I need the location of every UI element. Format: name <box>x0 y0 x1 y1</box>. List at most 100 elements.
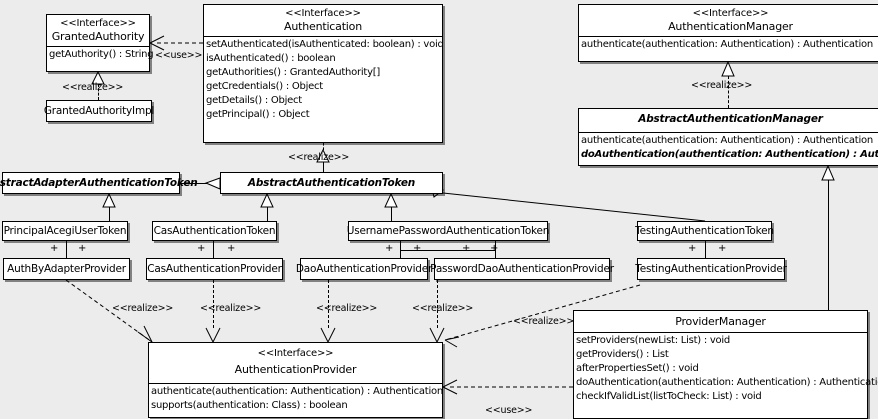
connector-abstractauthmanager-realize <box>728 76 729 108</box>
operation: getProviders() : List <box>576 349 669 360</box>
operation: isAuthenticated() : boolean <box>206 53 336 64</box>
class-principal-acegi-user-token[interactable]: PrincipalAcegiUserToken <box>2 221 128 241</box>
label-realize-authbyadapter: <<realize>> <box>112 303 174 314</box>
class-name: GrantedAuthorityImpl <box>43 105 155 117</box>
class-header: PrincipalAcegiUserToken <box>3 222 127 240</box>
class-header: <<Interface>> AuthenticationProvider <box>149 343 442 379</box>
operations-compartment: setProviders(newList: List) : void getPr… <box>574 332 878 405</box>
label-realize-grantedauthorityimpl: <<realize>> <box>62 82 124 93</box>
assoc-principal-authbyadapter <box>66 241 67 258</box>
operation: authenticate(authentication: Authenticat… <box>581 135 873 146</box>
connector-daoprovider-realize <box>328 280 329 328</box>
label-realize-abstractauthmanager: <<realize>> <box>691 80 753 91</box>
class-header: AbstractAuthenticationToken <box>221 173 442 193</box>
class-header: AbstractAuthenticationManager <box>579 109 878 129</box>
class-username-password-authentication-token[interactable]: UsernamePasswordAuthenticationToken <box>347 221 550 241</box>
operation: supports(authentication: Class) : boolea… <box>151 400 348 411</box>
connector-passworddaoprovider-realize <box>437 280 438 328</box>
class-header: GrantedAuthorityImpl <box>43 101 155 121</box>
class-password-dao-authentication-provider[interactable]: PasswordDaoAuthenticationProvider <box>430 258 614 280</box>
class-name: Authentication <box>284 20 362 33</box>
connector-abstractauthtoken-realize <box>323 143 324 150</box>
operation: getCredentials() : Object <box>206 81 323 92</box>
operations-compartment: getAuthority() : String <box>47 46 154 63</box>
operation: getAuthority() : String <box>49 49 154 60</box>
class-testing-authentication-provider[interactable]: TestingAuthenticationProvider <box>635 258 787 280</box>
class-header: PasswordDaoAuthenticationProvider <box>430 259 614 279</box>
connector-grantedauthorityimpl-realize <box>98 84 99 100</box>
class-abstract-authentication-token[interactable]: AbstractAuthenticationToken <box>220 172 443 194</box>
assoc-plus: + <box>385 243 394 254</box>
class-header: UsernamePasswordAuthenticationToken <box>347 222 550 240</box>
class-testing-authentication-token[interactable]: TestingAuthenticationToken <box>635 221 774 241</box>
class-name: PrincipalAcegiUserToken <box>3 225 127 237</box>
label-use-authentication-grantedauthority: <<use>> <box>155 50 203 61</box>
class-dao-authentication-provider[interactable]: DaoAuthenticationProvider <box>296 258 432 280</box>
class-name: CasAuthenticationProvider <box>147 263 282 275</box>
operation: afterPropertiesSet() : void <box>576 363 699 374</box>
assoc-plus: + <box>78 243 87 254</box>
class-name: AuthenticationProvider <box>234 363 357 376</box>
connector-casprovider-realize <box>213 280 214 328</box>
class-header: <<Interface>> GrantedAuthority <box>47 15 149 46</box>
class-auth-by-adapter-provider[interactable]: AuthByAdapterProvider <box>3 258 130 280</box>
class-name: GrantedAuthority <box>51 30 145 43</box>
class-name: AbstractAdapterAuthenticationToken <box>0 177 198 189</box>
class-name: ProviderManager <box>675 315 766 328</box>
class-granted-authority[interactable]: <<Interface>> GrantedAuthority getAuthor… <box>46 14 154 72</box>
assoc-testing-testingprovider <box>705 241 706 258</box>
stereotype-label: <<Interface>> <box>692 8 769 19</box>
assoc-userpwd-passworddaoprovider <box>495 241 496 258</box>
class-header: AuthByAdapterProvider <box>4 259 129 279</box>
assoc-plus: + <box>718 243 727 254</box>
assoc-plus: + <box>50 243 59 254</box>
label-realize-passworddaoprovider: <<realize>> <box>412 303 474 314</box>
class-header: DaoAuthenticationProvider <box>296 259 432 279</box>
class-header: AbstractAdapterAuthenticationToken <box>0 173 198 193</box>
class-cas-authentication-token[interactable]: CasAuthenticationToken <box>152 221 277 241</box>
assoc-userpwd-daoprovider <box>400 241 401 258</box>
label-realize-abstractauthtoken: <<realize>> <box>288 152 350 163</box>
label-realize-casprovider: <<realize>> <box>200 303 262 314</box>
class-provider-manager[interactable]: ProviderManager setProviders(newList: Li… <box>573 310 878 419</box>
class-authentication-provider[interactable]: <<Interface>> AuthenticationProvider aut… <box>148 342 443 418</box>
class-header: TestingAuthenticationProvider <box>635 259 787 279</box>
class-authentication[interactable]: <<Interface>> Authentication setAuthenti… <box>203 4 444 143</box>
class-cas-authentication-provider[interactable]: CasAuthenticationProvider <box>146 258 283 280</box>
assoc-plus: + <box>462 243 471 254</box>
connector-providermanager-generalization <box>828 180 829 310</box>
connector-principaltoken-stem <box>109 207 110 221</box>
class-granted-authority-impl[interactable]: GrantedAuthorityImpl <box>43 100 155 122</box>
class-header: CasAuthenticationToken <box>153 222 276 240</box>
class-name: PasswordDaoAuthenticationProvider <box>430 263 614 275</box>
class-header: TestingAuthenticationToken <box>635 222 774 240</box>
operation-abstract: doAuthentication(authentication: Authent… <box>581 149 878 160</box>
class-header: <<Interface>> AuthenticationManager <box>579 5 878 36</box>
class-header: ProviderManager <box>574 311 867 332</box>
operation: getDetails() : Object <box>206 95 302 106</box>
operation: getAuthorities() : GrantedAuthority[] <box>206 67 381 78</box>
class-name: AbstractAuthenticationManager <box>638 113 823 125</box>
class-header: CasAuthenticationProvider <box>147 259 282 279</box>
class-name: CasAuthenticationToken <box>153 225 276 237</box>
class-name: AbstractAuthenticationToken <box>247 177 416 189</box>
operations-compartment: authenticate(authentication: Authenticat… <box>579 132 878 163</box>
operations-compartment: setAuthenticated(isAuthenticated: boolea… <box>204 36 444 123</box>
operation: doAuthentication(authentication: Authent… <box>576 377 878 388</box>
label-realize-daoprovider: <<realize>> <box>316 303 378 314</box>
label-realize-testingprovider: <<realize>> <box>513 316 575 327</box>
operations-compartment: authenticate(authentication: Authenticat… <box>579 36 878 53</box>
class-name: DaoAuthenticationProvider <box>295 263 433 275</box>
operation: setProviders(newList: List) : void <box>576 335 731 346</box>
assoc-plus: + <box>197 243 206 254</box>
class-header: <<Interface>> Authentication <box>204 5 442 36</box>
assoc-plus: + <box>490 243 499 254</box>
connector-castoken-stem <box>267 207 268 221</box>
connector-adaptertoken-to-authtoken <box>180 183 207 184</box>
class-abstract-adapter-authentication-token[interactable]: AbstractAdapterAuthenticationToken <box>0 172 198 194</box>
stereotype-label: <<Interface>> <box>257 348 334 359</box>
class-abstract-authentication-manager[interactable]: AbstractAuthenticationManager authentica… <box>578 108 878 166</box>
class-authentication-manager[interactable]: <<Interface>> AuthenticationManager auth… <box>578 4 878 62</box>
operation: authenticate(authentication: Authenticat… <box>151 386 443 397</box>
